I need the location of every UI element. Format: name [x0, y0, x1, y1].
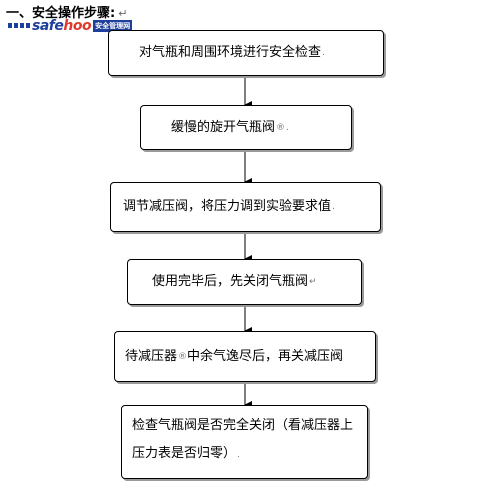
step-6-text: 检查气瓶阀是否完全关闭（看减压器上压力表是否归零）.	[132, 412, 357, 469]
step-5-text-a: 待减压器	[125, 348, 178, 364]
step-2-text: 缓慢的旋开气瓶阀	[171, 119, 276, 135]
step-6-text-body: 检查气瓶阀是否完全关闭（看减压器上压力表是否归零）	[132, 418, 354, 461]
paragraph-mark: .	[322, 48, 325, 58]
superscript-mark: ®	[178, 351, 188, 362]
step-3-box: 调节减压阀，将压力调到实验要求值.	[110, 182, 381, 232]
section-heading: 一、安全操作步骤:↵	[6, 2, 127, 21]
paragraph-mark: ↵	[118, 7, 128, 20]
step-1-box: 对气瓶和周围环境进行安全检查.	[108, 30, 384, 76]
paragraph-mark: ↵	[309, 277, 317, 287]
section-heading-text: 一、安全操作步骤:	[6, 6, 116, 21]
paragraph-mark: .	[332, 202, 335, 212]
step-6-box: 检查气瓶阀是否完全关闭（看减压器上压力表是否归零）.	[121, 405, 368, 479]
watermark-stripes	[8, 23, 30, 28]
step-2-box: 缓慢的旋开气瓶阀®.	[140, 105, 352, 150]
step-4-text: 使用完毕后，先关闭气瓶阀	[152, 274, 309, 289]
watermark-badge: 安全管理网	[93, 19, 133, 32]
step-1-text: 对气瓶和周围环境进行安全检查	[139, 45, 322, 60]
step-4-box: 使用完毕后，先关闭气瓶阀↵	[127, 259, 362, 305]
step-3-text: 调节减压阀，将压力调到实验要求值	[123, 199, 332, 214]
superscript-mark: ®	[276, 122, 286, 133]
watermark-logo: safe hoo 安全管理网	[8, 17, 133, 34]
step-5-box: 待减压器®中余气逸尽后，再关减压阀	[114, 331, 376, 382]
paragraph-mark: .	[286, 122, 289, 133]
paragraph-mark: .	[237, 450, 240, 460]
watermark-text-hoo: hoo	[63, 17, 92, 34]
watermark-text-safe: safe	[32, 17, 64, 34]
step-5-text-b: 中余气逸尽后，再关减压阀	[187, 348, 344, 364]
